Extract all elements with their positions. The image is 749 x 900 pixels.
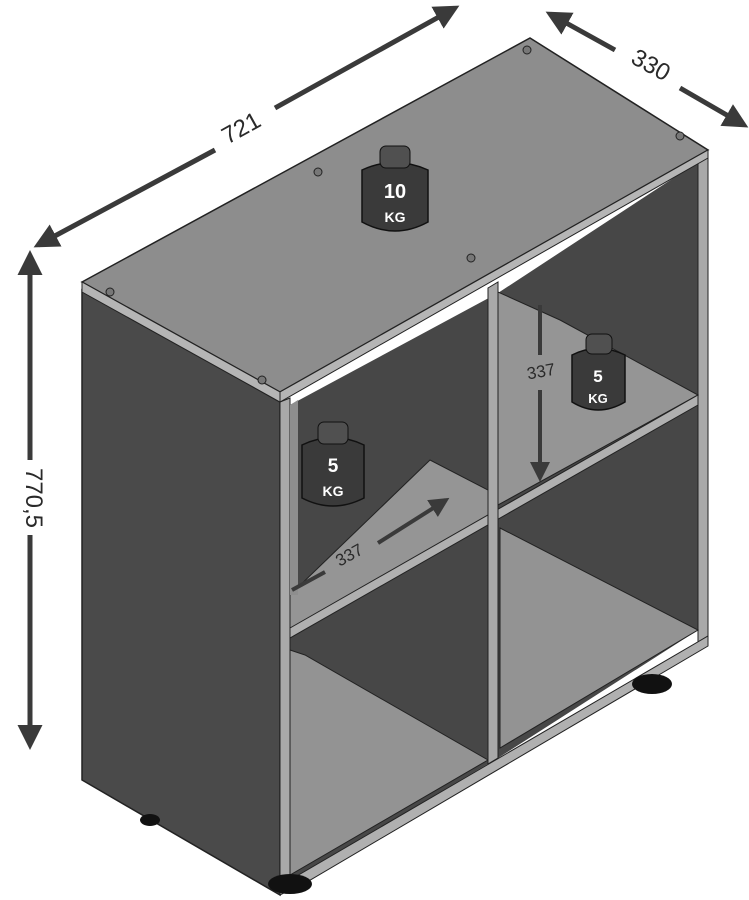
width-label: 721	[217, 107, 265, 150]
screw-icon	[466, 253, 476, 263]
inner-width-arrow	[291, 570, 326, 592]
screw-icon	[675, 131, 685, 141]
caster-icon	[632, 674, 672, 694]
lower-right-floor	[499, 527, 700, 749]
inner-height-label: 337	[525, 360, 556, 384]
height-label: 770,5	[20, 468, 47, 528]
caster-icon	[140, 814, 160, 826]
screw-icon	[105, 287, 115, 297]
weight-value: 10	[384, 181, 406, 203]
weight-value: 5	[328, 456, 339, 477]
right-end-panel	[697, 155, 709, 643]
screw-heads	[105, 45, 685, 385]
weight-unit: KG	[323, 483, 344, 499]
dimension-arrows	[17, 5, 749, 750]
weight-handle-icon	[585, 333, 613, 355]
width-arrow	[33, 147, 217, 248]
weight-handle-icon	[317, 421, 349, 445]
inner-width-arrow	[376, 497, 450, 545]
casters	[140, 674, 672, 894]
screw-icon	[257, 375, 267, 385]
depth-arrow	[678, 85, 749, 128]
upper-left-wall	[290, 400, 298, 595]
caster-icon	[268, 874, 312, 894]
weight-10kg: 10 KG	[361, 145, 429, 232]
inner-arrows	[291, 305, 550, 592]
weight-5kg-upper-right: 5 KG	[571, 333, 626, 411]
center-divider	[487, 281, 499, 765]
screw-icon	[522, 45, 532, 55]
weight-5kg-upper-left: 5 KG	[301, 421, 365, 507]
weight-unit: KG	[588, 391, 608, 406]
top-right-edge	[279, 149, 709, 403]
weight-unit: KG	[385, 209, 406, 225]
weight-handle-icon	[379, 145, 411, 169]
depth-arrow	[545, 11, 617, 53]
depth-label: 330	[627, 44, 675, 87]
front-left-edge	[279, 397, 291, 896]
weight-value: 5	[593, 367, 602, 386]
width-arrow	[273, 5, 460, 111]
screw-icon	[313, 167, 323, 177]
